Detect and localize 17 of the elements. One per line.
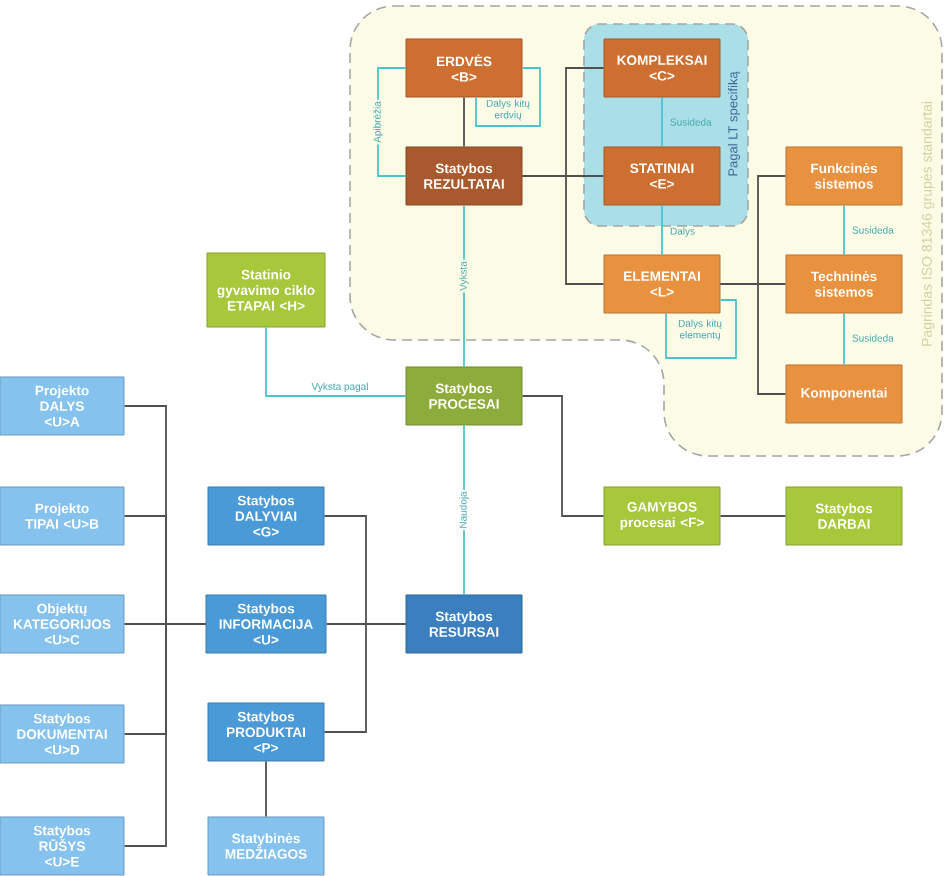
connector-line	[265, 326, 407, 397]
connector-line	[323, 623, 407, 733]
connector-line	[843, 312, 845, 366]
connector-line	[661, 204, 663, 256]
connector-line	[463, 424, 465, 596]
connector-line	[665, 299, 737, 359]
connector-line	[265, 760, 267, 818]
connector-line	[463, 96, 465, 148]
connector-line	[719, 515, 787, 517]
connector-line	[521, 175, 605, 285]
connector-line	[661, 96, 663, 148]
connector-line	[463, 204, 465, 368]
connector-line	[123, 623, 207, 847]
connector-line	[475, 67, 541, 127]
connector-line	[843, 204, 845, 256]
connector-line	[719, 283, 787, 395]
connector-line	[521, 395, 605, 517]
